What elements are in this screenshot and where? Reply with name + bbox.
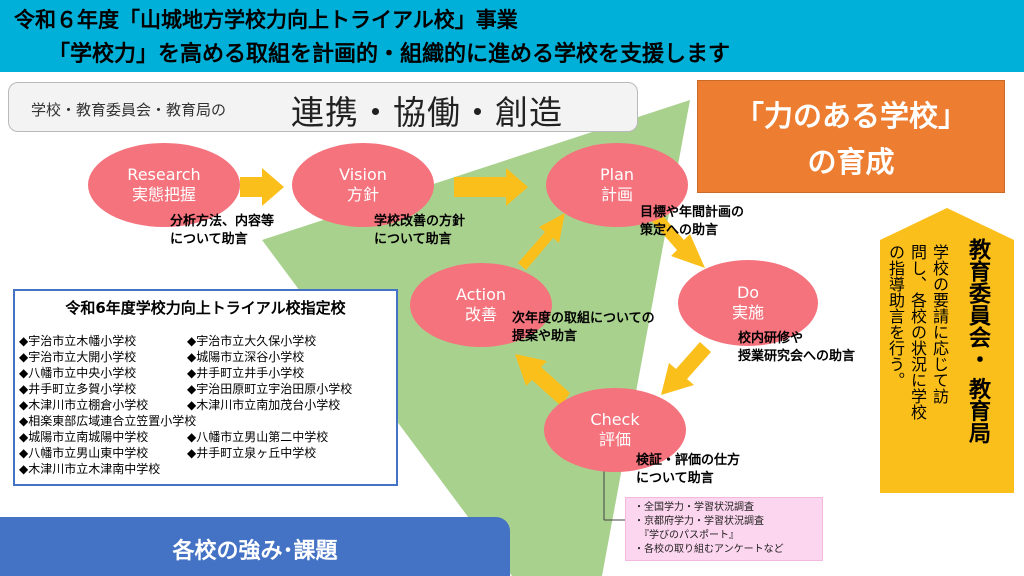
note-do-line1: 校内研修や bbox=[738, 331, 804, 346]
node-do-en: Do bbox=[736, 283, 760, 302]
node-action: Action 改善 bbox=[410, 263, 552, 347]
node-plan-ja: 計画 bbox=[600, 185, 633, 204]
school-item: ◆八幡市立男山東中学校 bbox=[19, 446, 149, 460]
note-plan-line1: 目標や年間計画の bbox=[640, 205, 745, 220]
school-item: ◆木津川市立南加茂台小学校 bbox=[187, 398, 341, 412]
header-banner: 令和６年度「山城地方学校力向上トライアル校」事業 「学校力」を高める取組を計画的… bbox=[0, 0, 1024, 72]
note-do: 校内研修や 授業研究会への助言 bbox=[738, 330, 855, 366]
school-item: ◆相楽東部広域連合立笠置小学校 bbox=[19, 414, 197, 428]
arrow-plan-do bbox=[648, 207, 705, 268]
node-do: Do 実施 bbox=[678, 260, 818, 346]
node-check-en: Check bbox=[590, 410, 640, 429]
survey-item: 『学びのパスポート』 bbox=[634, 530, 739, 541]
node-check-ja: 評価 bbox=[598, 430, 631, 449]
note-research-line2: について助言 bbox=[170, 232, 248, 247]
note-research-line1: 分析方法、内容等 bbox=[170, 214, 275, 229]
node-plan: Plan 計画 bbox=[546, 143, 688, 227]
collaboration-box: 学校・教育委員会・教育局の 連携・協働・創造 bbox=[8, 82, 638, 132]
note-vision: 学校改善の方針 について助言 bbox=[374, 213, 465, 249]
board-title-line1: 教育委員会・ bbox=[965, 238, 990, 370]
board-title: 教育委員会・ 教育局 bbox=[962, 238, 992, 444]
node-vision-ja: 方針 bbox=[346, 185, 379, 204]
arrow-do-check bbox=[661, 342, 711, 395]
node-research-en: Research bbox=[127, 165, 201, 184]
note-plan: 目標や年間計画の 策定への助言 bbox=[640, 204, 744, 240]
note-action-line1: 次年度の取組についての bbox=[512, 311, 655, 326]
note-action-line2: 提案や助言 bbox=[512, 329, 578, 344]
survey-item: ・全国学力・学習状況調査 bbox=[634, 502, 754, 513]
goal-line-1: 「力のある学校」 bbox=[734, 99, 967, 133]
arrow-check-action bbox=[515, 354, 570, 406]
school-item: ◆城陽市立深谷小学校 bbox=[187, 350, 305, 364]
note-do-line2: 授業研究会への助言 bbox=[738, 349, 856, 364]
node-check: Check 評価 bbox=[544, 388, 686, 472]
board-body-line3: の指導助言を行う。 bbox=[886, 244, 905, 388]
goal-box: 「力のある学校」 の育成 bbox=[697, 80, 1005, 193]
goal-line-2: の育成 bbox=[807, 145, 895, 179]
node-vision: Vision 方針 bbox=[292, 143, 434, 227]
node-research-ja: 実態把握 bbox=[131, 185, 196, 204]
school-item: ◆八幡市立男山第二中学校 bbox=[187, 430, 329, 444]
arrow-action-plan bbox=[518, 213, 565, 270]
collaboration-prefix: 学校・教育委員会・教育局の bbox=[31, 101, 227, 119]
header-title: 令和６年度「山城地方学校力向上トライアル校」事業 bbox=[14, 8, 518, 32]
arrow-research-vision bbox=[240, 168, 284, 206]
designated-schools-box: 令和6年度学校力向上トライアル校指定校 ◆宇治市立木幡小学校 ◆宇治市立大開小学… bbox=[13, 289, 398, 486]
survey-item: ・京都府学力・学習状況調査 bbox=[634, 516, 764, 527]
board-body-line2: 問し、各校の状況に学校 bbox=[908, 244, 927, 420]
header-subtitle: 「学校力」を高める取組を計画的・組織的に進める学校を支援します bbox=[48, 42, 731, 67]
strengths-banner: 各校の強み･課題 bbox=[0, 517, 510, 576]
board-title-line2: 教育局 bbox=[965, 377, 990, 444]
note-plan-line2: 策定への助言 bbox=[640, 223, 719, 238]
school-item: ◆井手町立泉ヶ丘中学校 bbox=[187, 446, 317, 460]
node-research: Research 実態把握 bbox=[88, 143, 240, 227]
designated-schools-title: 令和6年度学校力向上トライアル校指定校 bbox=[65, 299, 346, 317]
school-item: ◆八幡市立中央小学校 bbox=[19, 366, 137, 380]
survey-item: ・各校の取り組むアンケートなど bbox=[634, 544, 784, 555]
arrow-vision-plan bbox=[454, 168, 528, 206]
note-check: 検証・評価の仕方 について助言 bbox=[636, 452, 740, 488]
school-item: ◆城陽市立南城陽中学校 bbox=[19, 430, 149, 444]
node-action-ja: 改善 bbox=[464, 305, 497, 324]
collaboration-main: 連携・協働・創造 bbox=[291, 93, 563, 132]
school-item: ◆木津川市立木津南中学校 bbox=[19, 462, 161, 476]
school-item: ◆宇治市立大久保小学校 bbox=[187, 334, 317, 348]
school-item: ◆宇治田原町立宇治田原小学校 bbox=[187, 382, 353, 396]
node-plan-en: Plan bbox=[599, 165, 635, 184]
school-item: ◆宇治市立大開小学校 bbox=[19, 350, 137, 364]
node-vision-en: Vision bbox=[339, 165, 387, 184]
note-vision-line1: 学校改善の方針 bbox=[374, 214, 466, 229]
board-body-line1: 学校の要請に応じて訪 bbox=[930, 244, 949, 404]
node-do-ja: 実施 bbox=[731, 303, 764, 322]
school-item: ◆木津川市立棚倉小学校 bbox=[19, 398, 149, 412]
board-pentagon bbox=[880, 208, 1014, 493]
note-check-line1: 検証・評価の仕方 bbox=[636, 453, 741, 468]
strengths-label: 各校の強み･課題 bbox=[172, 539, 338, 564]
node-action-en: Action bbox=[455, 285, 507, 304]
school-item: ◆宇治市立木幡小学校 bbox=[19, 334, 137, 348]
school-item: ◆井手町立多賀小学校 bbox=[19, 382, 137, 396]
note-vision-line2: について助言 bbox=[374, 232, 452, 247]
note-check-line2: について助言 bbox=[636, 471, 714, 486]
note-action: 次年度の取組についての 提案や助言 bbox=[512, 310, 655, 346]
school-item: ◆井手町立井手小学校 bbox=[187, 366, 305, 380]
note-research: 分析方法、内容等 について助言 bbox=[170, 213, 274, 249]
survey-box: ・全国学力・学習状況調査 ・京都府学力・学習状況調査 『学びのパスポート』 ・各… bbox=[625, 497, 823, 561]
